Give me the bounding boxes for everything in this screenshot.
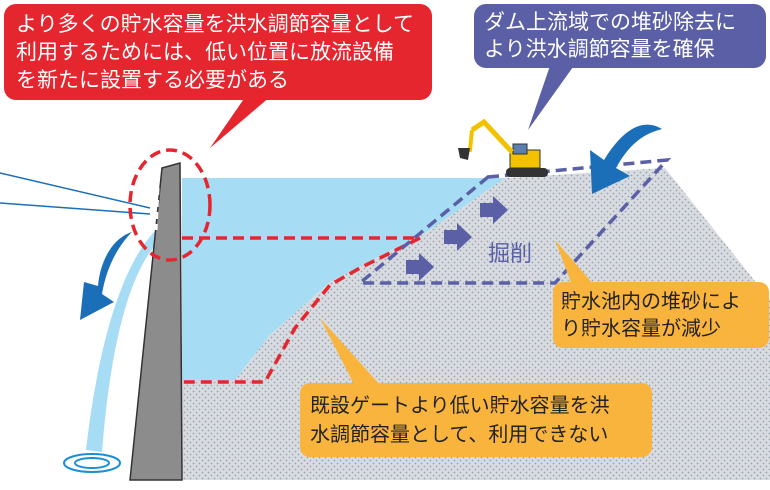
callout-line: 既設ゲートより低い貯水容量を洪 xyxy=(310,393,610,417)
reservoir-water xyxy=(182,178,505,380)
callout-line: ダム上流域での堆砂除去に xyxy=(484,10,736,34)
unusable-capacity-outline xyxy=(182,236,421,384)
excavation-label: 掘削 xyxy=(488,242,533,267)
gate-callout-text: 既設ゲートより低い貯水容量を洪 水調節容量として、利用できない xyxy=(300,383,652,457)
callout-line: を新たに設置する必要がある xyxy=(16,68,289,92)
callout-line: り貯水容量が減少 xyxy=(561,316,721,340)
sediment-callout-box xyxy=(553,282,769,348)
gate-callout-box xyxy=(300,383,652,457)
gate-callout-pointer xyxy=(320,318,390,396)
callout-line: より洪水調節容量を確保 xyxy=(484,37,715,61)
outflow-arrow-icon xyxy=(80,232,132,320)
flow-arrow-icon xyxy=(406,196,508,281)
red-callout-box xyxy=(4,4,432,100)
purple-callout-text: ダム上流域での堆砂除去に より洪水調節容量を確保 xyxy=(474,4,766,68)
callout-line: 貯水池内の堆砂によ xyxy=(561,289,741,313)
inflow-arrow-icon xyxy=(590,124,662,194)
excavator-icon xyxy=(458,118,548,177)
ripple-icon xyxy=(63,453,121,473)
sediment-callout-text: 貯水池内の堆砂によ り貯水容量が減少 xyxy=(553,282,769,348)
purple-callout-box xyxy=(474,4,766,68)
pointer-lines xyxy=(0,172,151,215)
callout-line: 利用するためには、低い位置に放流設備 xyxy=(16,40,394,64)
dam-body xyxy=(129,162,183,481)
purple-callout-pointer xyxy=(528,60,578,130)
callout-line: 水調節容量として、利用できない xyxy=(310,422,609,446)
gate-highlight-circle xyxy=(128,148,212,262)
red-callout-pointer xyxy=(210,90,278,148)
discharge-stream xyxy=(86,228,160,452)
callout-line: より多くの貯水容量を洪水調節容量として xyxy=(16,12,414,36)
red-callout-text: より多くの貯水容量を洪水調節容量として 利用するためには、低い位置に放流設備 を… xyxy=(4,4,432,100)
